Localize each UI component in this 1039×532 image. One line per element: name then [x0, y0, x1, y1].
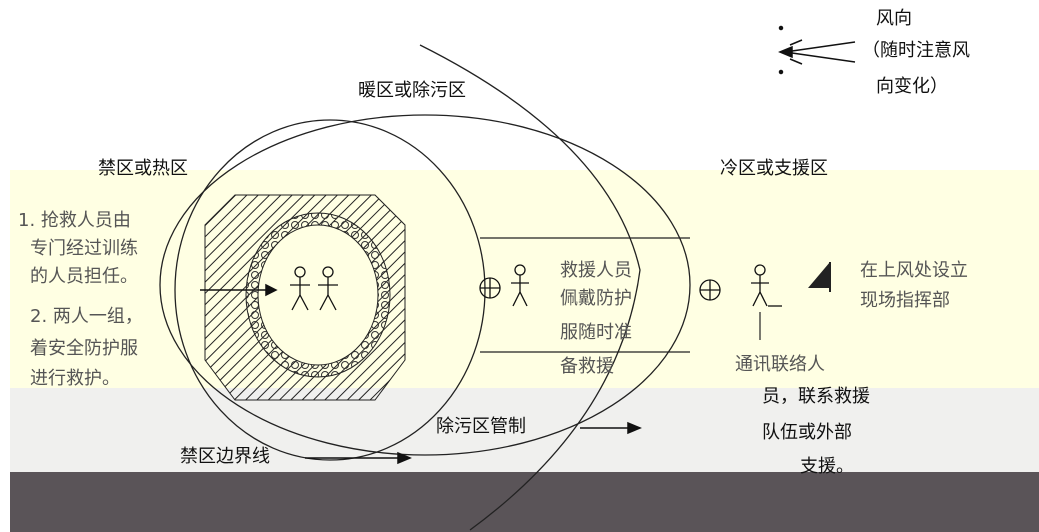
- cold-zone-label: 冷区或支援区: [720, 158, 828, 179]
- command-line2: 现场指挥部: [860, 290, 950, 311]
- wind-direction-icon: [778, 25, 856, 75]
- rescue-note-line3: 的人员担任。: [30, 266, 138, 287]
- ppe-line2: 佩戴防护: [560, 288, 632, 309]
- rescue-arrow: [200, 283, 278, 297]
- background-band-gray: [10, 388, 1039, 438]
- rescue-note-line5: 着安全防护服: [30, 338, 138, 359]
- command-line1: 在上风处设立: [860, 260, 968, 281]
- rescue-note-line4: 2. 两人一组，: [30, 306, 143, 327]
- comm-line1: 通讯联络人: [735, 354, 825, 375]
- rescue-note-line1: 1. 抢救人员由: [18, 210, 131, 231]
- ppe-line3: 服随时准: [560, 322, 632, 343]
- wind-note-line1: （随时注意风: [862, 40, 970, 61]
- background-band-lightgray: [10, 438, 1039, 472]
- contaminated-core: [257, 224, 379, 366]
- hot-boundary-arrow: [305, 451, 412, 465]
- rescuer-figure-warm: [479, 264, 529, 307]
- command-post-flag-icon: [808, 262, 830, 288]
- ppe-line1: 救援人员: [560, 260, 632, 281]
- hot-zone-circle: [174, 119, 486, 461]
- rescuer-figures-hot: [290, 266, 338, 311]
- comm-line3: 队伍或外部: [762, 422, 852, 443]
- rescue-note-line2: 专门经过训练: [30, 238, 138, 259]
- ppe-line4: 备救援: [560, 356, 614, 377]
- rescuer-figure-cold: [699, 264, 782, 307]
- decon-control-label: 除污区管制: [436, 416, 526, 437]
- comm-line2: 员，联系救援: [762, 386, 870, 407]
- warm-zone-ellipse: [159, 114, 691, 456]
- hot-zone-label: 禁区或热区: [98, 158, 188, 179]
- warm-zone-label: 暖区或除污区: [358, 80, 466, 101]
- decon-control-arrow: [580, 421, 642, 435]
- rescue-note-line6: 进行救护。: [30, 368, 120, 389]
- hot-boundary-label: 禁区边界线: [180, 446, 270, 467]
- background-band-dark: [10, 472, 1039, 532]
- wind-note-line2: 向变化）: [876, 76, 948, 97]
- wind-title: 风向: [876, 8, 912, 29]
- cold-zone-ellipse: [419, 44, 641, 531]
- comm-line4: 支援。: [800, 456, 854, 477]
